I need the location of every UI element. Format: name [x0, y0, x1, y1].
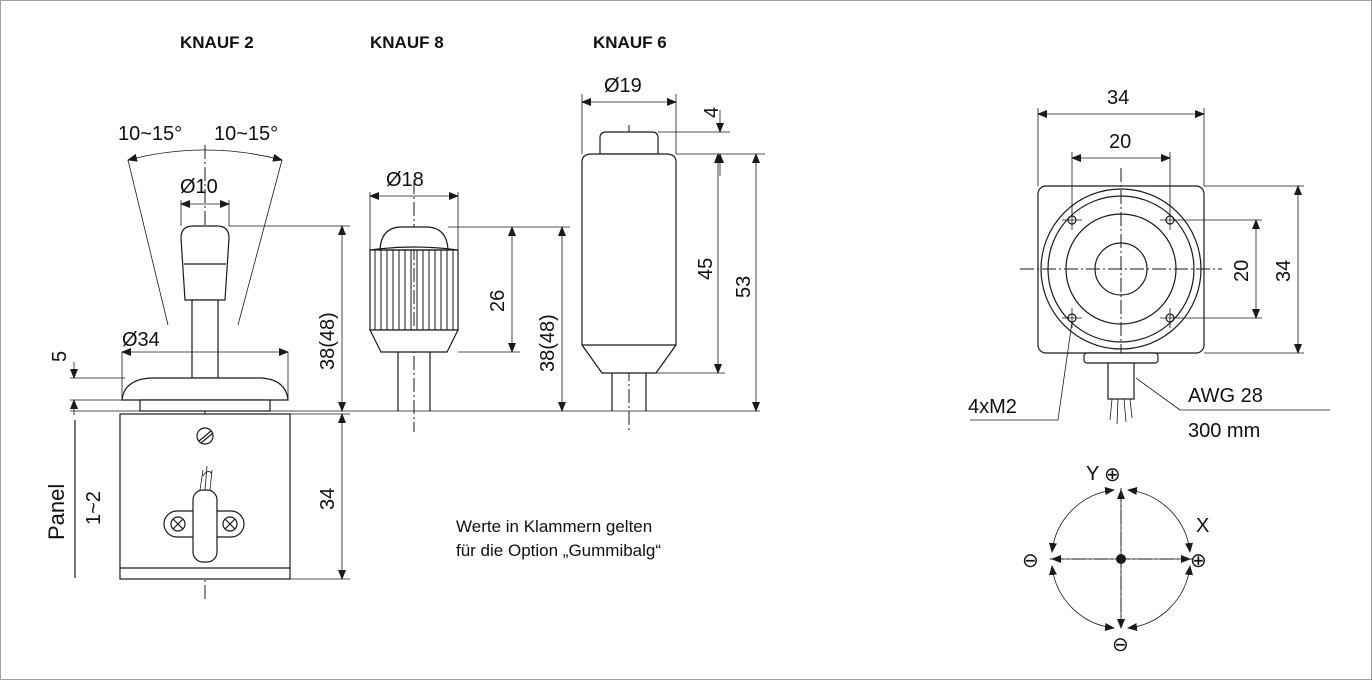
header-knauf2: KNAUF 2 — [180, 33, 254, 52]
axis-diagram — [1049, 487, 1193, 631]
dim-34-body: 34 — [317, 488, 339, 510]
axis-x-minus-icon: ⊖ — [1022, 550, 1039, 572]
dim-38-48-knauf2: 38(48) — [317, 312, 339, 370]
dim-34-top: 34 — [1107, 87, 1129, 109]
label-awg28: AWG 28 — [1188, 385, 1263, 407]
label-screw-4xm2: 4xM2 — [968, 396, 1017, 418]
axis-x-label: X — [1196, 515, 1209, 537]
axis-x-plus-icon: ⊕ — [1190, 550, 1207, 572]
dim-d34: Ø34 — [122, 329, 160, 351]
dim-5: 5 — [49, 351, 71, 362]
knauf8-knob — [369, 180, 570, 432]
label-panel: Panel — [44, 484, 69, 540]
dim-34-side: 34 — [1273, 260, 1295, 282]
dim-38-48-knauf8: 38(48) — [537, 314, 559, 372]
header-knauf6: KNAUF 6 — [593, 33, 667, 52]
note-line-2: für die Option „Gummibalg“ — [456, 541, 661, 560]
axis-y-minus-icon: ⊖ — [1112, 634, 1129, 656]
knauf2-joystick — [70, 145, 350, 600]
dim-4: 4 — [701, 107, 723, 118]
axis-center-dot — [1116, 554, 1126, 564]
axis-y-label: Y — [1086, 463, 1099, 485]
dim-20-top: 20 — [1109, 131, 1131, 153]
dim-26: 26 — [487, 290, 509, 312]
dim-53: 53 — [733, 276, 755, 298]
label-panel-range: 1~2 — [83, 491, 105, 525]
axis-y-plus-icon: ⊕ — [1104, 464, 1121, 486]
dim-45: 45 — [695, 258, 717, 280]
knauf6-knob — [581, 94, 765, 430]
dim-angle-left: 10~15° — [118, 123, 182, 145]
header-knauf8: KNAUF 8 — [370, 33, 444, 52]
dim-20-side: 20 — [1231, 260, 1253, 282]
top-view — [970, 108, 1330, 425]
dim-d10: Ø10 — [180, 176, 218, 198]
note-line-1: Werte in Klammern gelten — [456, 517, 652, 536]
label-300mm: 300 mm — [1188, 420, 1260, 442]
dim-d18: Ø18 — [386, 169, 424, 191]
dim-angle-right: 10~15° — [214, 123, 278, 145]
dim-d19: Ø19 — [604, 75, 642, 97]
